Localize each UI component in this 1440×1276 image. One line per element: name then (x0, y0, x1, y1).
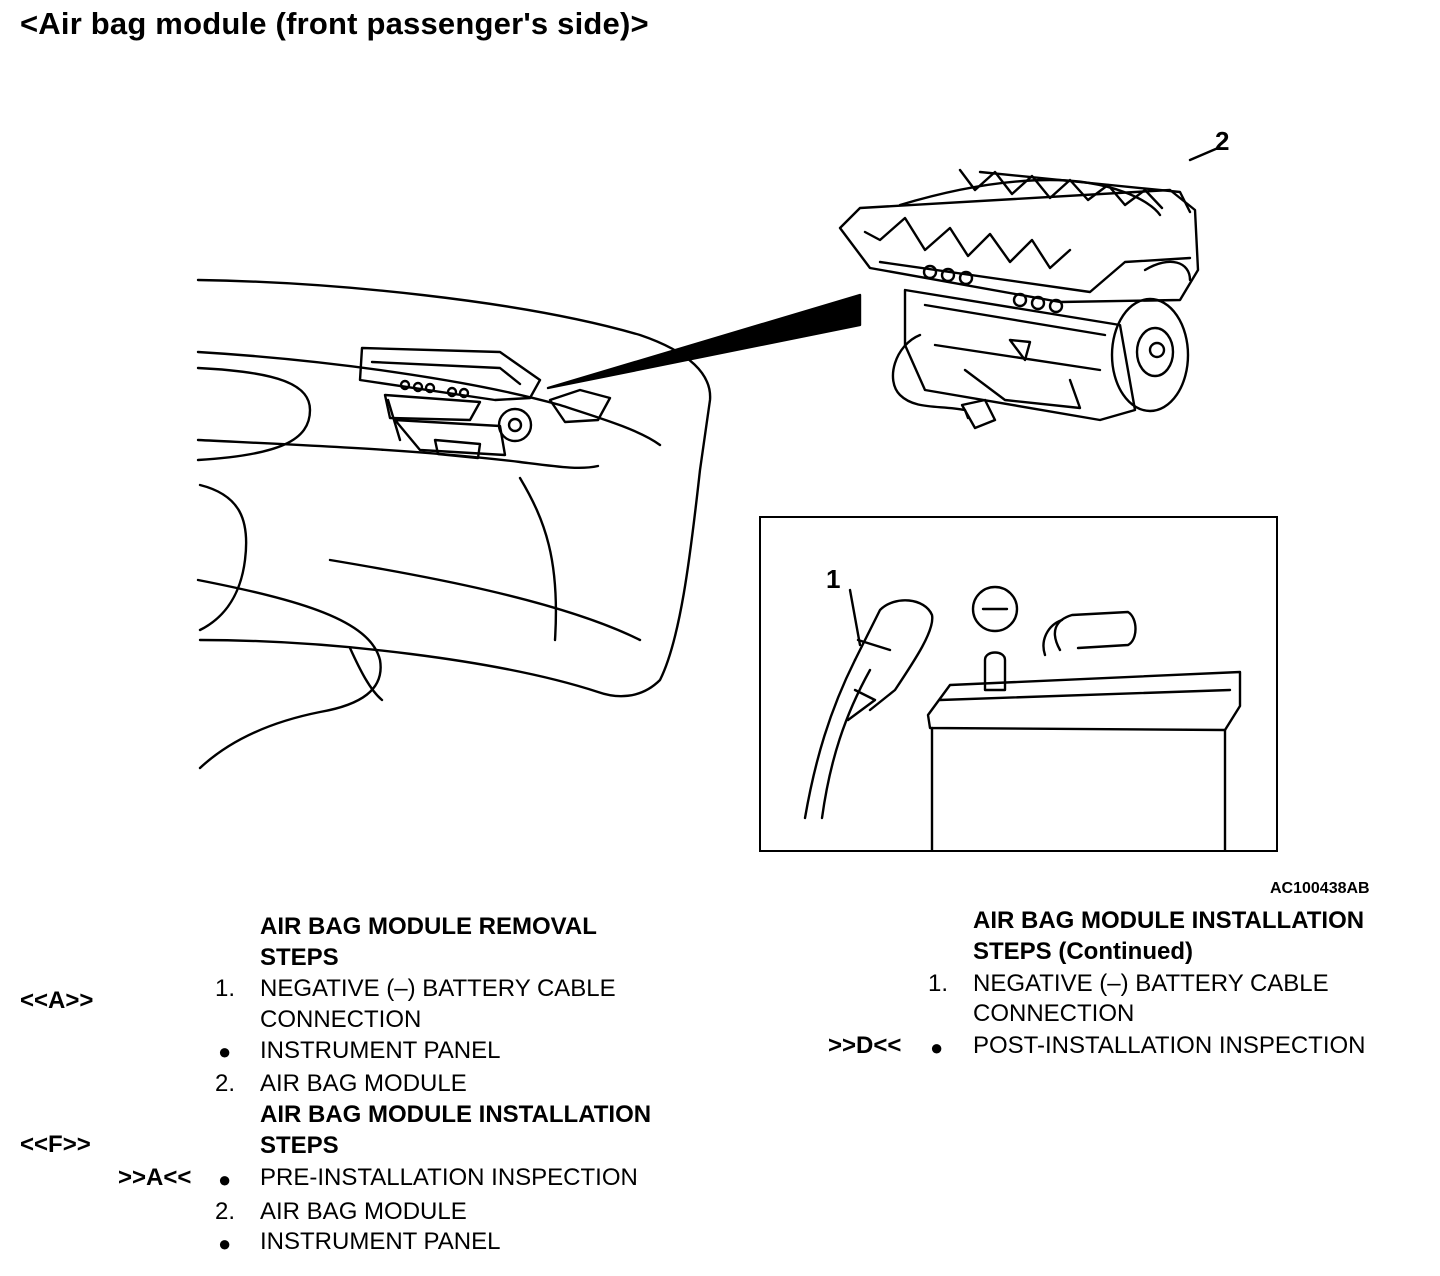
removal-heading-line-1: AIR BAG MODULE REMOVAL (260, 913, 597, 940)
inset-frame (759, 516, 1278, 852)
figure-code: AC100438AB (1270, 880, 1370, 897)
step-bullet: ● (218, 1039, 232, 1064)
step-tag: >>A<< (118, 1164, 192, 1191)
step-label: NEGATIVE (–) BATTERY CABLE (973, 970, 1329, 997)
step-label: AIR BAG MODULE (260, 1070, 467, 1097)
installation-tag: <<F>> (20, 1131, 91, 1158)
step-label: INSTRUMENT PANEL (260, 1228, 501, 1255)
small-airbag-module-drawing (358, 346, 542, 460)
step-label-cont: CONNECTION (973, 1000, 1135, 1027)
installation-heading-line-2: STEPS (260, 1132, 339, 1159)
step-label: INSTRUMENT PANEL (260, 1037, 501, 1064)
right-heading-line-2: STEPS (Continued) (973, 938, 1193, 965)
step-number: 2. (215, 1198, 236, 1225)
callout-1: 1 (826, 564, 840, 594)
step-label: AIR BAG MODULE (260, 1198, 467, 1225)
step-number: 1. (928, 970, 949, 997)
pointer-wedge (546, 293, 862, 390)
installation-heading-line-1: AIR BAG MODULE INSTALLATION (260, 1101, 652, 1128)
step-tag: <<A>> (20, 987, 94, 1014)
step-label: POST-INSTALLATION INSPECTION (973, 1032, 1366, 1059)
step-label: NEGATIVE (–) BATTERY CABLE (260, 975, 616, 1002)
battery-drawing (803, 585, 1242, 852)
step-number: 1. (215, 975, 236, 1002)
right-heading-line-1: AIR BAG MODULE INSTALLATION (973, 907, 1365, 934)
removal-heading-line-2: STEPS (260, 944, 339, 971)
step-label-cont: CONNECTION (260, 1006, 422, 1033)
left-steps-column: AIR BAG MODULE REMOVAL STEPS <<A>> 1. NE… (20, 913, 652, 1256)
step-tag: >>D<< (828, 1032, 902, 1059)
callout-2: 2 (1215, 126, 1229, 156)
step-bullet: ● (218, 1167, 232, 1192)
step-bullet: ● (218, 1231, 232, 1256)
step-number: 2. (215, 1070, 236, 1097)
step-bullet: ● (930, 1035, 944, 1060)
right-steps-column: AIR BAG MODULE INSTALLATION STEPS (Conti… (720, 0, 1440, 1276)
dashboard-drawing (196, 278, 712, 770)
large-airbag-module-drawing (838, 146, 1220, 430)
step-label: PRE-INSTALLATION INSPECTION (260, 1164, 638, 1191)
illustration: 2 1 (196, 126, 1278, 852)
page-title: <Air bag module (front passenger's side)… (20, 6, 649, 41)
